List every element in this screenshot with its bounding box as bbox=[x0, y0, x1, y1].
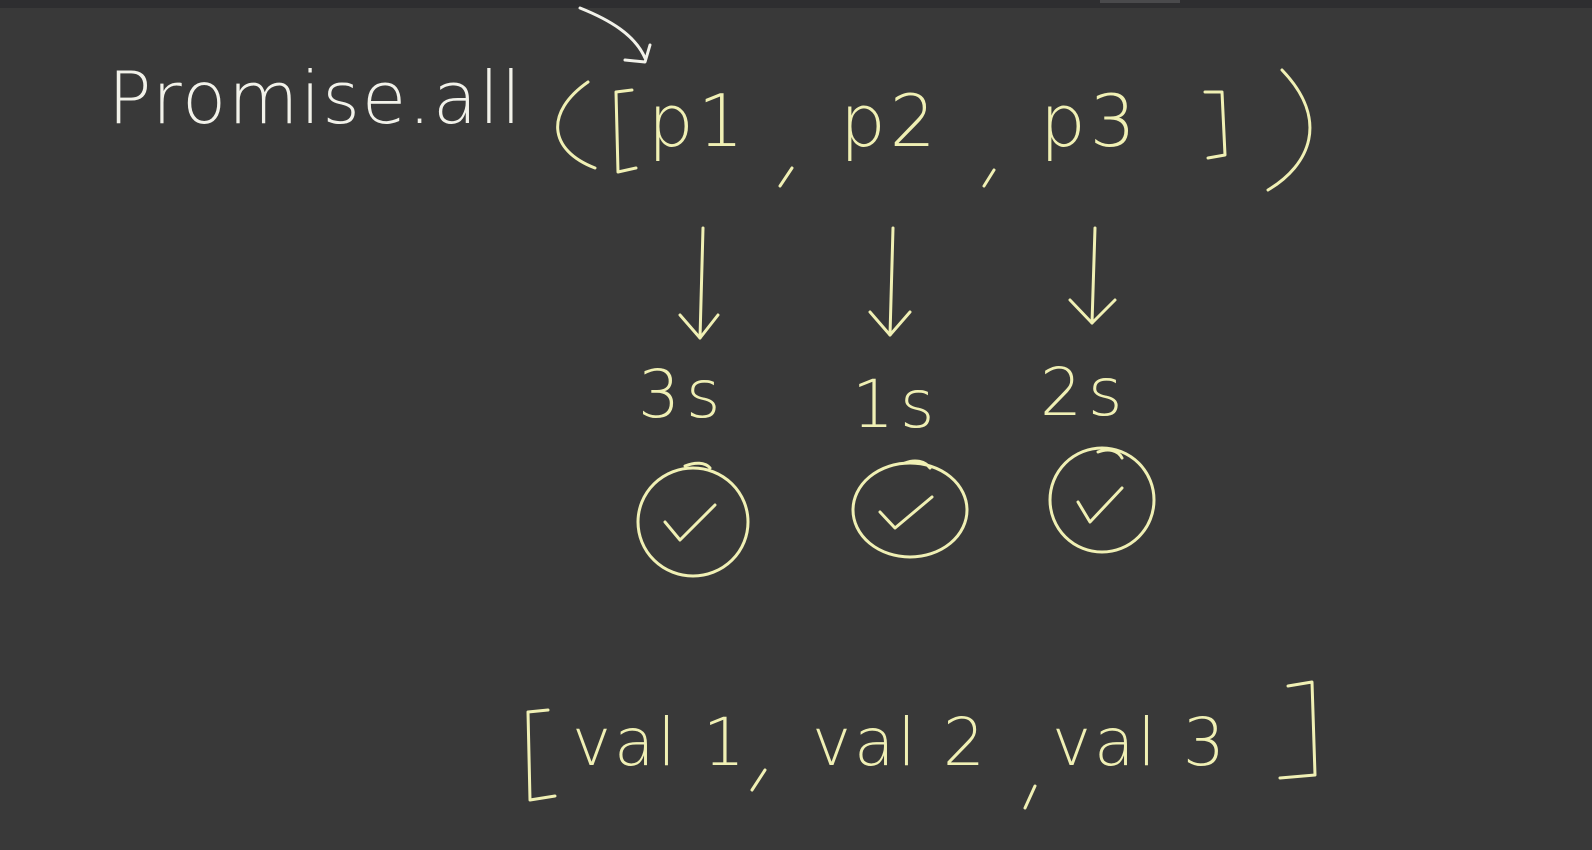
duration-label-p3: 2s bbox=[1040, 354, 1129, 431]
close-paren bbox=[1266, 68, 1312, 192]
arrowhead-p3 bbox=[1068, 298, 1117, 325]
check-circle-icon-3 bbox=[1048, 446, 1156, 554]
down-arrow-p1 bbox=[698, 226, 705, 340]
promise-all-label: Promise.all bbox=[108, 56, 524, 140]
comma-2 bbox=[982, 168, 996, 188]
window-top-edge bbox=[0, 0, 1592, 8]
result-comma-1 bbox=[750, 768, 767, 792]
result-value-2: val 2 bbox=[812, 704, 988, 781]
promise-label-p2: p2 bbox=[840, 79, 940, 163]
promise-label-p1: p1 bbox=[648, 79, 748, 163]
close-bracket bbox=[1203, 90, 1227, 160]
down-arrow-p2 bbox=[888, 226, 895, 337]
open-bracket bbox=[614, 88, 638, 174]
result-value-1: val 1 bbox=[572, 704, 748, 781]
pointer-arrow bbox=[578, 6, 647, 60]
duration-label-p1: 3s bbox=[638, 356, 727, 433]
comma-1 bbox=[778, 166, 794, 188]
result-value-3: val 3 bbox=[1052, 704, 1228, 781]
down-arrow-p3 bbox=[1090, 226, 1097, 325]
duration-label-p2: 1s bbox=[852, 366, 941, 443]
check-circle-icon-1 bbox=[636, 461, 750, 578]
arrowhead-p2 bbox=[868, 310, 912, 337]
arrowhead-p1 bbox=[678, 313, 720, 340]
result-close-bracket bbox=[1278, 680, 1317, 780]
promise-label-p3: p3 bbox=[1040, 79, 1140, 163]
pointer-arrowhead bbox=[623, 43, 652, 64]
open-paren bbox=[556, 80, 597, 170]
result-open-bracket bbox=[526, 708, 557, 802]
result-comma-2 bbox=[1023, 784, 1037, 810]
top-edge-highlight bbox=[1100, 0, 1180, 3]
check-circle-icon-2 bbox=[851, 459, 969, 559]
